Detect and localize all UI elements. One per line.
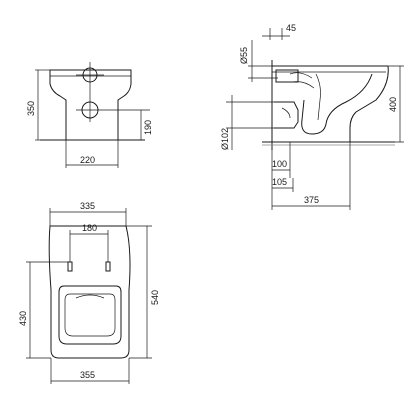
dim-top-fixing-spacing: 180 [82,223,97,233]
dim-side-depth: 375 [304,195,319,205]
front-view: 350 190 220 [26,62,153,168]
side-inlet-box [275,69,299,83]
dim-top-width-355: 355 [80,370,95,380]
dim-top-overall-length: 540 [150,290,160,305]
side-outlet-spigot [274,101,299,129]
top-rim-curve [75,294,105,299]
side-view: 45 Ø55 Ø102 100 105 375 400 [220,23,404,210]
dim-side-setback-105: 105 [272,177,287,187]
top-fixing-hole-left [67,261,73,272]
dim-top-seat-length: 430 [18,311,28,326]
dim-front-outlet-height: 190 [143,120,153,135]
top-bowl-opening [64,293,116,337]
top-inner-recess [58,285,122,345]
top-view: 335 180 540 430 355 [18,201,160,384]
front-bowl-outline [49,69,132,141]
dim-top-width-335: 335 [80,201,95,211]
side-bowl-outer [300,65,389,143]
dim-side-inlet-offset: 45 [286,23,296,33]
top-outer-outline [48,225,131,359]
side-inlet-flow [289,72,313,79]
side-inlet-flow-2 [291,81,315,89]
dim-side-height: 400 [388,97,398,112]
dim-front-height: 350 [26,101,36,116]
dim-front-base-width: 220 [80,155,95,165]
dim-side-outlet-diameter: Ø102 [220,128,230,150]
side-trap-inner [315,73,321,121]
dim-side-inlet-diameter: Ø55 [239,47,249,64]
side-outlet-detail [281,107,291,119]
dim-side-setback-100: 100 [272,159,287,169]
top-fixing-hole-right [105,261,111,272]
side-trap-curve [301,73,373,135]
